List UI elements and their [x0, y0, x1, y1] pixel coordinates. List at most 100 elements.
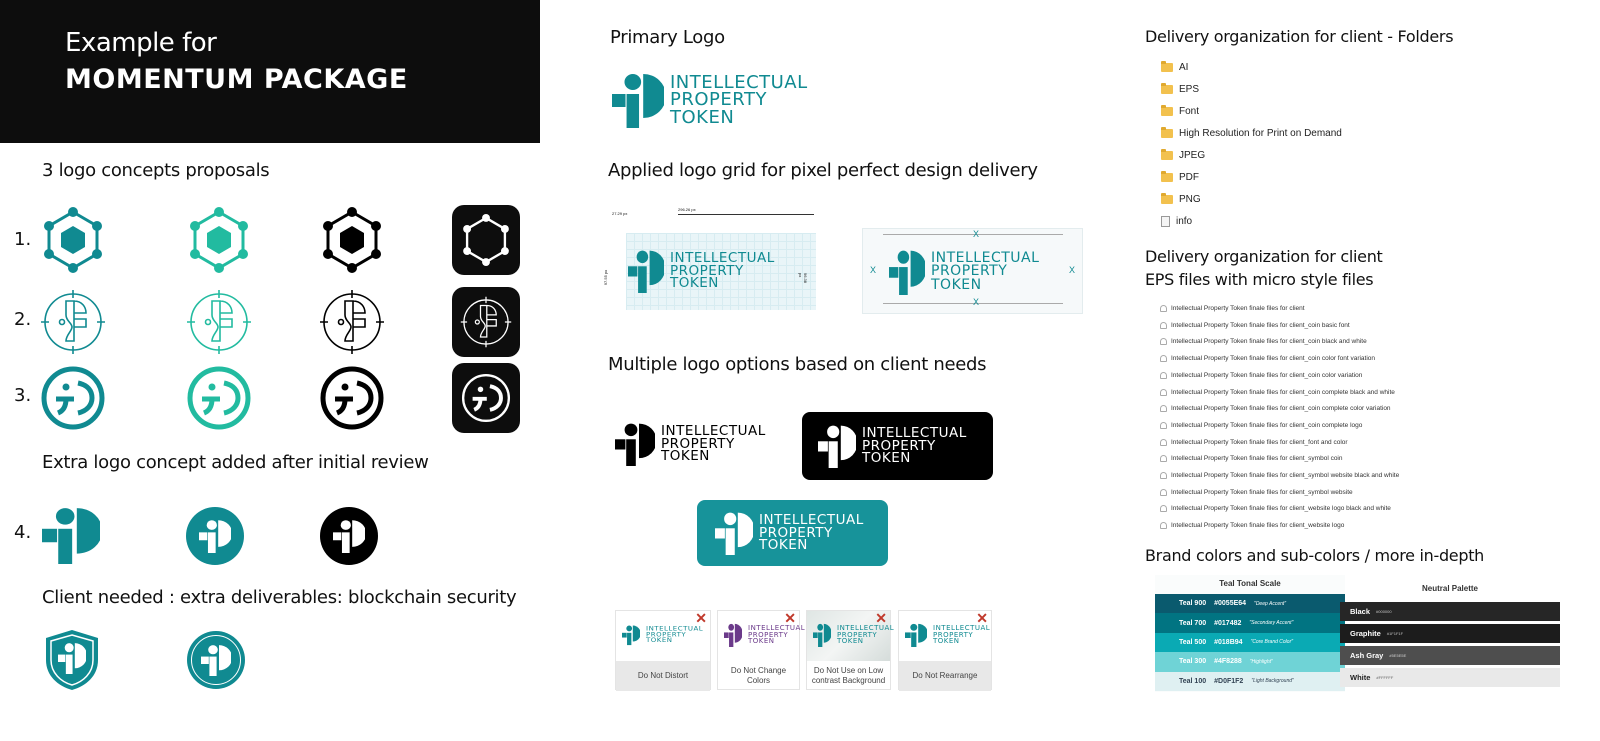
logo-line: INTELLECTUAL	[670, 72, 808, 94]
ip-mark-icon	[715, 511, 755, 555]
circle-monogram-icon	[186, 365, 252, 431]
dont-label: Do Not Use on Low contrast Background	[811, 666, 886, 685]
crosshair-monogram-icon	[319, 289, 385, 355]
eps-file-icon	[1160, 338, 1167, 346]
folder-icon	[1161, 193, 1173, 204]
eps-file-item[interactable]: Intellectual Property Token finale files…	[1160, 455, 1343, 463]
neutral-palette-title: Neutral Palette	[1421, 584, 1479, 593]
eps-file-item[interactable]: Intellectual Property Token finale files…	[1160, 488, 1353, 496]
prohibited-x-icon: ✕	[875, 610, 887, 626]
hexagon-network-icon	[319, 207, 385, 273]
eps-file-item[interactable]: Intellectual Property Token finale files…	[1160, 421, 1362, 429]
folders-title: Delivery organization for client - Folde…	[1145, 27, 1454, 46]
folder-item[interactable]: EPS	[1161, 83, 1199, 95]
ip-mark-icon	[58, 642, 88, 674]
neutral-swatch: Ash Gray#5E5E5E	[1340, 646, 1560, 665]
hero-line2: MOMENTUM PACKAGE	[65, 64, 408, 95]
dont-label: Do Not Rearrange	[899, 661, 991, 691]
logo-grid-measured: 296.26 px 27.29 px 97.55 px 96.38 px INT…	[598, 205, 816, 310]
eps-file-item[interactable]: Intellectual Property Token finale files…	[1160, 355, 1375, 363]
ip-mark-icon	[333, 519, 367, 553]
eps-file-item[interactable]: Intellectual Property Token finale files…	[1160, 405, 1391, 413]
neutral-swatch: White#FFFFFF	[1340, 668, 1560, 687]
row-number: 3.	[14, 385, 32, 406]
row-number: 1.	[14, 229, 32, 250]
grid-title: Applied logo grid for pixel perfect desi…	[608, 160, 1038, 181]
folder-icon	[1161, 105, 1173, 116]
ip-mark-icon	[813, 623, 832, 647]
folder-item[interactable]: PDF	[1161, 171, 1199, 183]
folder-icon	[1161, 61, 1173, 72]
neutral-swatch: Black#000000	[1340, 602, 1560, 621]
eps-file-item[interactable]: Intellectual Property Token finale files…	[1160, 438, 1348, 446]
folder-icon	[1161, 171, 1173, 182]
eps-file-item[interactable]: Intellectual Property Token finale files…	[1160, 305, 1305, 312]
ip-mark-icon	[42, 506, 103, 564]
eps-file-icon	[1160, 388, 1167, 396]
hexagon-network-icon	[186, 207, 252, 273]
teal-swatch: Teal 900#0055E64"Deep Accent"	[1155, 594, 1345, 614]
eps-file-item[interactable]: Intellectual Property Token finale files…	[1160, 522, 1344, 530]
eps-file-item[interactable]: Intellectual Property Token finale files…	[1160, 388, 1395, 396]
folder-item[interactable]: JPEG	[1161, 149, 1205, 161]
eps-file-item[interactable]: Intellectual Property Token finale files…	[1160, 505, 1391, 513]
folder-item[interactable]: Font	[1161, 105, 1199, 117]
eps-file-icon	[1160, 305, 1167, 312]
crosshair-monogram-icon	[452, 287, 520, 357]
teal-scale-panel: Teal Tonal Scale Teal 900#0055E64"Deep A…	[1155, 575, 1345, 692]
folder-item[interactable]: PNG	[1161, 193, 1201, 205]
folder-item[interactable]: info	[1161, 216, 1192, 227]
ip-circle-black-icon	[320, 507, 378, 565]
eps-file-item[interactable]: Intellectual Property Token finale files…	[1160, 472, 1399, 479]
folder-item[interactable]: AI	[1161, 61, 1188, 73]
ip-mark-icon	[612, 72, 667, 128]
eps-file-item[interactable]: Intellectual Property Token finale files…	[1160, 338, 1367, 346]
row-number: 2.	[14, 309, 32, 330]
eps-file-item[interactable]: Intellectual Property Token finale files…	[1160, 321, 1350, 329]
logo-line: PROPERTY	[670, 89, 767, 111]
hero-line1: Example for	[65, 28, 217, 58]
eps-file-icon	[1160, 371, 1167, 379]
teal-swatch: Teal 100#D0F1F2"Light Background"	[1155, 671, 1345, 691]
ip-mark-icon	[905, 623, 928, 647]
primary-logo-title: Primary Logo	[610, 27, 725, 48]
eps-file-icon	[1160, 455, 1167, 463]
eps-file-item[interactable]: Intellectual Property Token finale files…	[1160, 371, 1362, 379]
eps-title-2: EPS files with micro style files	[1145, 270, 1374, 289]
row-number: 4.	[14, 522, 32, 543]
eps-file-icon	[1160, 355, 1167, 363]
ip-coin-icon	[187, 631, 245, 689]
ip-mark-icon	[615, 422, 657, 466]
concepts-title: 3 logo concepts proposals	[42, 160, 270, 181]
eps-file-icon	[1160, 421, 1167, 429]
circle-monogram-icon	[452, 363, 520, 433]
teal-scale-title: Teal Tonal Scale	[1219, 579, 1281, 588]
eps-file-icon	[1160, 405, 1167, 413]
hexagon-network-icon	[452, 205, 520, 275]
client-title: Client needed : extra deliverables: bloc…	[42, 587, 517, 608]
ip-mark-icon	[199, 519, 233, 553]
eps-file-icon	[1160, 505, 1167, 513]
prohibited-x-icon: ✕	[784, 610, 796, 626]
file-icon	[1161, 216, 1170, 227]
teal-swatch: Teal 300#4F8288"Highlight"	[1155, 652, 1345, 672]
hero-banner: Example for MOMENTUM PACKAGE	[0, 0, 540, 143]
dont-label: Do Not Distort	[616, 661, 710, 691]
eps-file-icon	[1160, 438, 1167, 446]
dont-label: Do Not Change Colors	[730, 666, 787, 685]
teal-swatch: Teal 700#017482"Secondary Accent"	[1155, 613, 1345, 633]
circle-monogram-icon	[40, 365, 106, 431]
options-title: Multiple logo options based on client ne…	[608, 354, 987, 375]
folder-item[interactable]: High Resolution for Print on Demand	[1161, 127, 1342, 139]
prohibited-x-icon: ✕	[695, 610, 707, 626]
teal-swatch: Teal 500#018B94"Core Brand Color"	[1155, 632, 1345, 653]
eps-file-icon	[1160, 472, 1167, 479]
folder-icon	[1161, 127, 1173, 138]
